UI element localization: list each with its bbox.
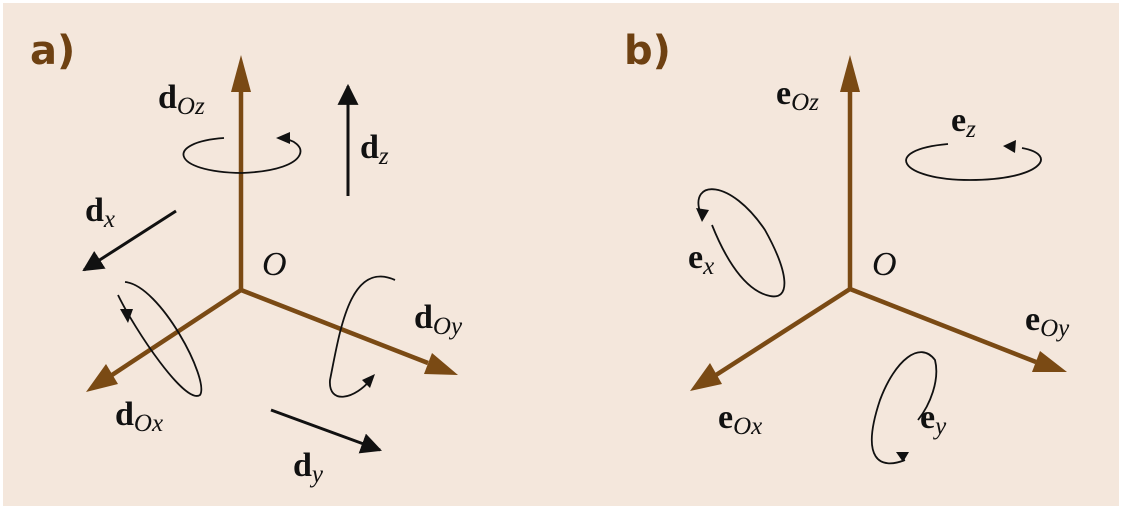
- panel-b-rotation-y-arrowhead: [896, 452, 909, 462]
- panel-a: a) O dOz dz dx dOy dOx dy: [30, 28, 463, 488]
- panel-a-label-d-z: dz: [360, 129, 389, 170]
- panel-b-label-e-z: ez: [951, 102, 976, 143]
- panel-a-rotation-z-arrowhead: [276, 132, 290, 144]
- panel-b-label-e-x: ex: [688, 239, 714, 280]
- panel-a-y-axis: [240, 287, 429, 366]
- panel-a-x-axis-arrowhead: [86, 364, 118, 392]
- panel-a-z-axis-arrowhead: [231, 55, 251, 92]
- panel-a-translation-y-arrow: [270, 408, 382, 454]
- panel-b-axes: [690, 55, 1067, 391]
- panel-a-rotation-z-circle: [182, 137, 302, 174]
- panel-b-rotation-y-loop: [870, 351, 938, 465]
- panel-a-y-axis-arrowhead: [424, 353, 458, 375]
- panel-b-y-axis-arrowhead: [1032, 351, 1067, 372]
- panel-a-origin-label: O: [262, 246, 287, 283]
- panel-b-rotation-z-circle: [905, 143, 1042, 181]
- panel-b-x-axis-arrowhead: [690, 363, 722, 391]
- panel-b-label-e-oy: eOy: [1025, 301, 1070, 342]
- panel-a-label-d-x: dx: [85, 192, 115, 233]
- panel-a-label-d-oz: dOz: [158, 79, 205, 120]
- panel-b-y-axis: [849, 286, 1037, 365]
- panel-b-z-axis-arrowhead: [840, 55, 860, 92]
- panel-b-label: b): [624, 28, 671, 74]
- panel-a-translation-x-arrow: [82, 209, 177, 272]
- panel-a-rotation-y-arrowhead: [362, 374, 375, 388]
- panel-b-origin-label: O: [872, 246, 897, 283]
- panel-b-label-e-ox: eOx: [718, 399, 762, 440]
- panel-a-label-d-y: dy: [293, 447, 324, 488]
- panel-b: b) O eOz ez ex eOy eOx ey: [624, 28, 1070, 465]
- panel-a-rotation-y-loop: [329, 275, 396, 398]
- panel-b-rotation-x-loop: [697, 188, 786, 298]
- panel-a-label: a): [30, 28, 75, 74]
- panel-a-x-axis: [110, 288, 243, 377]
- figure-frame: [3, 3, 1119, 506]
- panel-b-rotation-z-arrowhead: [1003, 140, 1016, 153]
- panel-a-label-d-oy: dOy: [414, 299, 463, 340]
- panel-a-rotation-x-arrowhead: [120, 309, 133, 323]
- panel-a-label-d-ox: dOx: [115, 396, 163, 437]
- panel-b-rotation-x-arrowhead: [696, 208, 709, 222]
- panel-a-rotation-x-loop: [117, 281, 203, 397]
- panel-a-axes: [86, 55, 458, 392]
- panel-b-label-e-oz: eOz: [776, 75, 819, 116]
- panel-b-x-axis: [714, 287, 852, 377]
- panel-b-label-e-y: ey: [920, 399, 947, 440]
